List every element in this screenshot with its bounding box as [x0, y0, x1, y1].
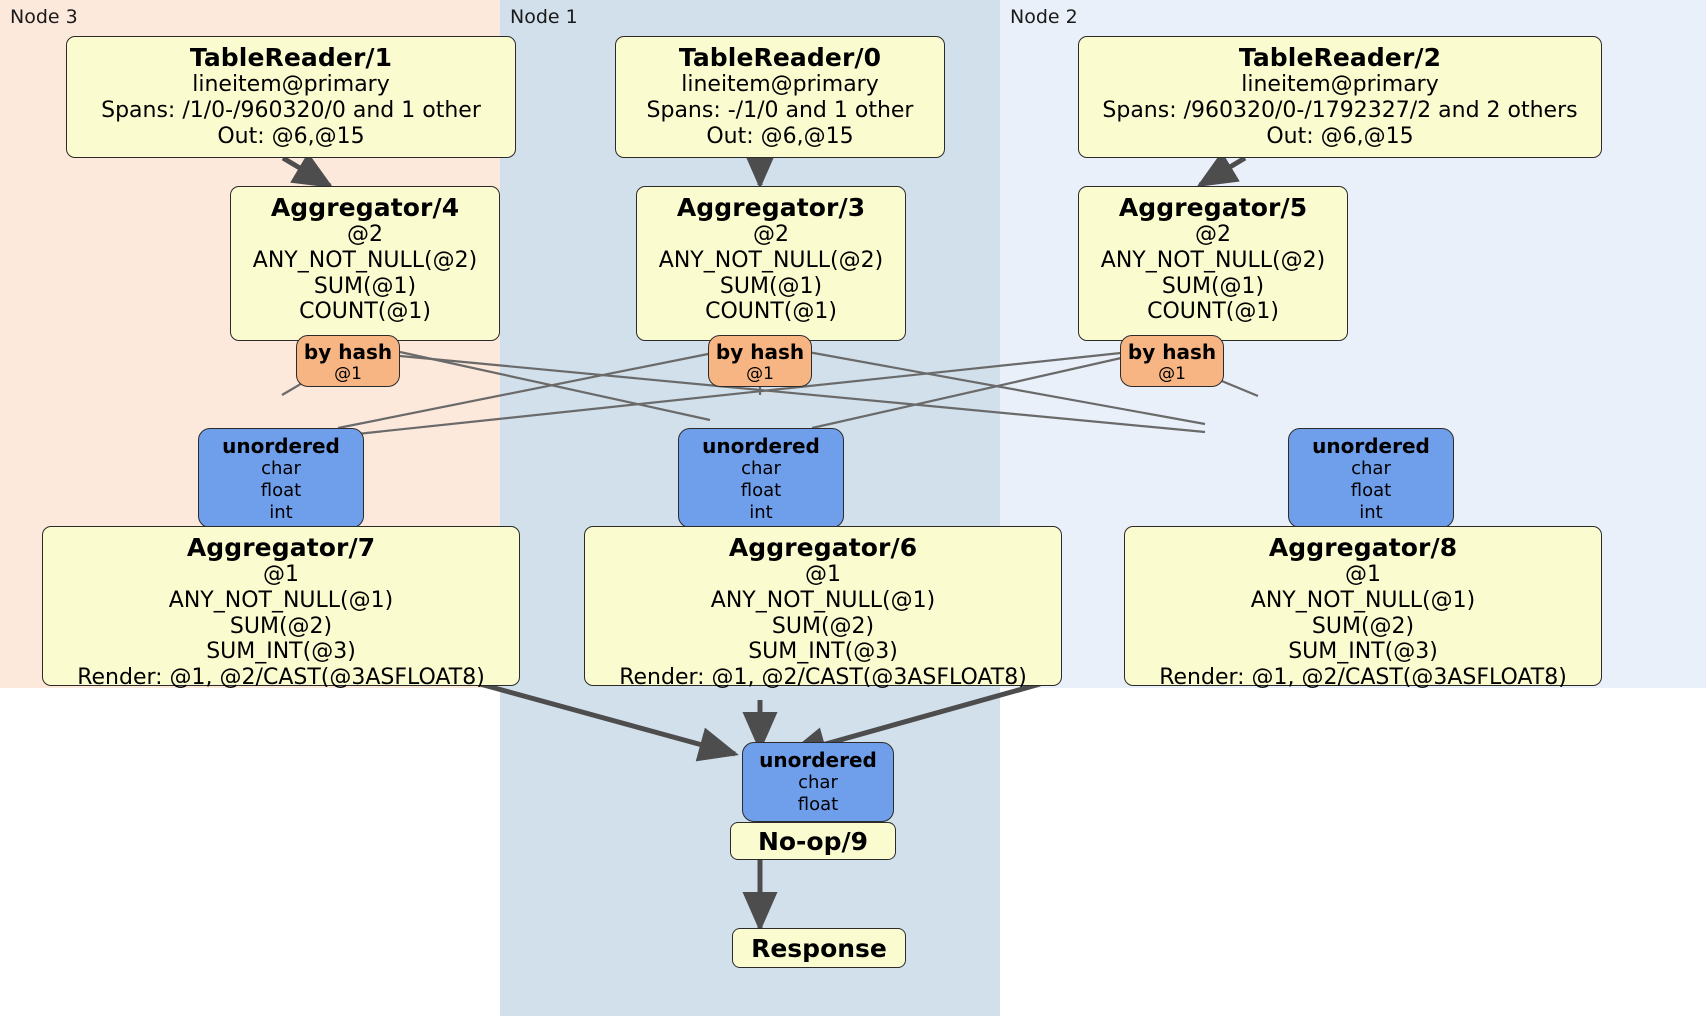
- processor-title: TableReader/0: [678, 43, 882, 72]
- processor-group-cols: @1: [805, 562, 841, 588]
- node-panel-label-node3: Node 3: [10, 6, 78, 28]
- processor-title: Aggregator/6: [728, 533, 918, 562]
- processor-title: Aggregator/5: [1118, 193, 1308, 222]
- synchronizer-unordered-final[interactable]: unordered char float: [742, 742, 894, 822]
- synchronizer-title: unordered: [702, 434, 820, 458]
- processor-title: Aggregator/3: [676, 193, 866, 222]
- processor-out: Out: @6,@15: [706, 123, 854, 149]
- node-panel-label-node2: Node 2: [1010, 6, 1078, 28]
- processor-no-op-9[interactable]: No-op/9: [730, 822, 896, 860]
- processor-agg-2: COUNT(@1): [299, 299, 431, 325]
- processor-agg-0: ANY_NOT_NULL(@2): [658, 247, 884, 273]
- synchronizer-type-0: char: [1351, 458, 1391, 480]
- synchronizer-type-1: float: [260, 480, 302, 502]
- synchronizer-type-2: int: [269, 502, 293, 524]
- response-node[interactable]: Response: [732, 928, 906, 968]
- synchronizer-type-1: float: [797, 794, 839, 816]
- synchronizer-type-0: char: [741, 458, 781, 480]
- processor-aggregator-8[interactable]: Aggregator/8 @1 ANY_NOT_NULL(@1) SUM(@2)…: [1124, 526, 1602, 690]
- synchronizer-type-1: float: [1350, 480, 1392, 502]
- processor-out: Out: @6,@15: [217, 123, 365, 149]
- processor-agg-1: SUM(@1): [719, 273, 823, 299]
- router-by-hash-node3[interactable]: by hash @1: [296, 335, 400, 387]
- processor-group-cols: @2: [1195, 222, 1231, 248]
- synchronizer-unordered-node3[interactable]: unordered char float int: [198, 428, 364, 528]
- processor-title: Aggregator/8: [1268, 533, 1458, 562]
- synchronizer-type-2: int: [1359, 502, 1383, 524]
- processor-agg-2: COUNT(@1): [705, 299, 837, 325]
- processor-title: No-op/9: [757, 826, 869, 856]
- processor-render: Render: @1, @2/CAST(@3ASFLOAT8): [619, 665, 1027, 691]
- router-title: by hash: [1127, 340, 1217, 364]
- processor-spans: Spans: /1/0-/960320/0 and 1 other: [101, 97, 481, 123]
- processor-agg-0: ANY_NOT_NULL(@2): [1100, 247, 1326, 273]
- processor-agg-1: SUM(@2): [771, 613, 875, 639]
- processor-group-cols: @2: [347, 222, 383, 248]
- processor-agg-0: ANY_NOT_NULL(@1): [168, 587, 394, 613]
- synchronizer-type-0: char: [798, 772, 838, 794]
- processor-spans: Spans: /960320/0-/1792327/2 and 2 others: [1102, 97, 1578, 123]
- processor-aggregator-3[interactable]: Aggregator/3 @2 ANY_NOT_NULL(@2) SUM(@1)…: [636, 186, 906, 341]
- processor-table-reader-2[interactable]: TableReader/2 lineitem@primary Spans: /9…: [1078, 36, 1602, 158]
- synchronizer-type-0: char: [261, 458, 301, 480]
- router-by-hash-node2[interactable]: by hash @1: [1120, 335, 1224, 387]
- processor-aggregator-6[interactable]: Aggregator/6 @1 ANY_NOT_NULL(@1) SUM(@2)…: [584, 526, 1062, 690]
- synchronizer-title: unordered: [222, 434, 340, 458]
- processor-title: TableReader/1: [189, 43, 393, 72]
- processor-agg-1: SUM(@2): [1311, 613, 1415, 639]
- processor-render: Render: @1, @2/CAST(@3ASFLOAT8): [77, 665, 485, 691]
- node-panel-label-node1: Node 1: [510, 6, 578, 28]
- router-column: @1: [746, 364, 774, 384]
- processor-agg-2: SUM_INT(@3): [748, 639, 898, 665]
- response-label: Response: [751, 933, 887, 963]
- processor-group-cols: @1: [1345, 562, 1381, 588]
- synchronizer-type-1: float: [740, 480, 782, 502]
- processor-table-reader-0[interactable]: TableReader/0 lineitem@primary Spans: -/…: [615, 36, 945, 158]
- processor-agg-1: SUM(@2): [229, 613, 333, 639]
- processor-group-cols: @1: [263, 562, 299, 588]
- processor-out: Out: @6,@15: [1266, 123, 1414, 149]
- processor-agg-2: SUM_INT(@3): [1288, 639, 1438, 665]
- router-title: by hash: [303, 340, 393, 364]
- router-column: @1: [334, 364, 362, 384]
- synchronizer-title: unordered: [1312, 434, 1430, 458]
- processor-aggregator-5[interactable]: Aggregator/5 @2 ANY_NOT_NULL(@2) SUM(@1)…: [1078, 186, 1348, 341]
- processor-agg-0: ANY_NOT_NULL(@1): [710, 587, 936, 613]
- processor-spans: Spans: -/1/0 and 1 other: [646, 97, 914, 123]
- synchronizer-title: unordered: [759, 748, 877, 772]
- processor-title: Aggregator/7: [186, 533, 376, 562]
- router-column: @1: [1158, 364, 1186, 384]
- router-title: by hash: [715, 340, 805, 364]
- synchronizer-unordered-node2[interactable]: unordered char float int: [1288, 428, 1454, 528]
- processor-aggregator-7[interactable]: Aggregator/7 @1 ANY_NOT_NULL(@1) SUM(@2)…: [42, 526, 520, 690]
- router-by-hash-node1[interactable]: by hash @1: [708, 335, 812, 387]
- processor-title: TableReader/2: [1238, 43, 1442, 72]
- processor-title: Aggregator/4: [270, 193, 460, 222]
- processor-agg-0: ANY_NOT_NULL(@1): [1250, 587, 1476, 613]
- processor-group-cols: @2: [753, 222, 789, 248]
- processor-agg-2: SUM_INT(@3): [206, 639, 356, 665]
- processor-aggregator-4[interactable]: Aggregator/4 @2 ANY_NOT_NULL(@2) SUM(@1)…: [230, 186, 500, 341]
- processor-table: lineitem@primary: [681, 72, 879, 98]
- processor-agg-2: COUNT(@1): [1147, 299, 1279, 325]
- processor-agg-0: ANY_NOT_NULL(@2): [252, 247, 478, 273]
- processor-table-reader-1[interactable]: TableReader/1 lineitem@primary Spans: /1…: [66, 36, 516, 158]
- synchronizer-unordered-node1[interactable]: unordered char float int: [678, 428, 844, 528]
- processor-table: lineitem@primary: [1241, 72, 1439, 98]
- processor-render: Render: @1, @2/CAST(@3ASFLOAT8): [1159, 665, 1567, 691]
- processor-table: lineitem@primary: [192, 72, 390, 98]
- processor-agg-1: SUM(@1): [313, 273, 417, 299]
- synchronizer-type-2: int: [749, 502, 773, 524]
- processor-agg-1: SUM(@1): [1161, 273, 1265, 299]
